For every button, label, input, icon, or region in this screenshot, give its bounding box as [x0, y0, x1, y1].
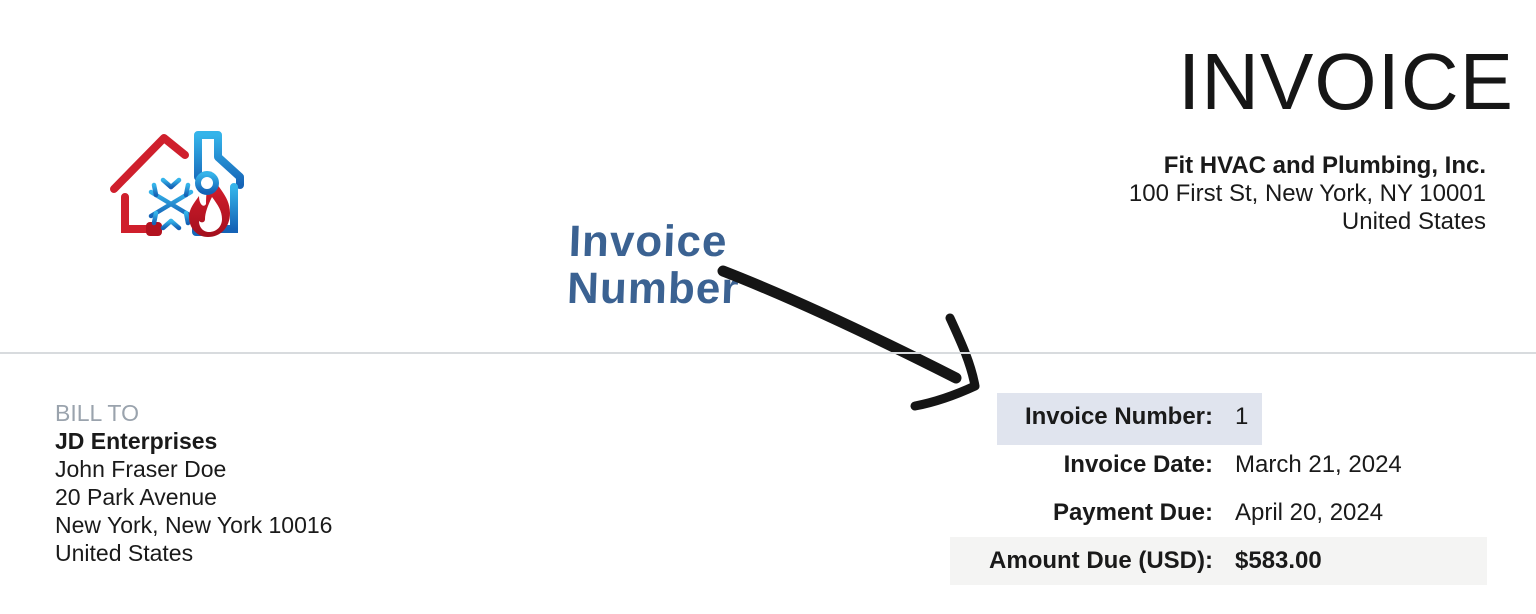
invoice-number-highlight	[997, 393, 1262, 445]
section-divider	[0, 352, 1536, 354]
bill-to-section: BILL TO JD Enterprises John Fraser Doe 2…	[55, 399, 332, 567]
payment-due-label: Payment Due:	[1052, 499, 1213, 526]
invoice-number-value: 1	[1235, 403, 1249, 430]
snowflake-icon	[148, 177, 194, 231]
logo-pipe	[194, 131, 244, 189]
bill-to-company: JD Enterprises	[55, 428, 218, 454]
hand-drawn-arrow-icon	[717, 265, 980, 411]
invoice-date-value: March 21, 2024	[1235, 451, 1402, 478]
bill-to-address-line3: United States	[55, 540, 194, 566]
invoice-meta-table: Invoice Number: 1 Invoice Date: March 21…	[950, 393, 1487, 585]
logo-left-wall	[121, 193, 152, 233]
invoice-number-row: Invoice Number: 1	[950, 393, 1487, 441]
amount-due-value: $583.00	[1235, 547, 1322, 574]
pipe-joint-icon	[195, 171, 219, 195]
company-address-line1: 100 First St, New York, NY 10001	[1128, 180, 1486, 207]
amount-due-label: Amount Due (USD):	[989, 547, 1213, 574]
invoice-number-label: Invoice Number:	[1024, 403, 1213, 430]
invoice-date-row: Invoice Date: March 21, 2024	[950, 441, 1487, 489]
amount-due-row: Amount Due (USD): $583.00	[950, 537, 1487, 585]
company-info: Fit HVAC and Plumbing, Inc. 100 First St…	[1129, 152, 1486, 236]
bill-to-heading: BILL TO	[55, 400, 139, 426]
invoice-title: INVOICE	[1178, 37, 1514, 126]
bill-to-contact: John Fraser Doe	[55, 456, 227, 482]
payment-due-value: April 20, 2024	[1235, 499, 1384, 526]
company-name: Fit HVAC and Plumbing, Inc.	[1163, 152, 1486, 179]
invoice-date-label: Invoice Date:	[1063, 451, 1213, 478]
bill-to-address-line2: New York, New York 10016	[55, 512, 333, 538]
payment-due-row: Payment Due: April 20, 2024	[950, 489, 1487, 537]
logo-roof	[110, 134, 189, 193]
bill-to-address-line1: 20 Park Avenue	[55, 484, 217, 510]
hvac-company-logo-icon	[110, 131, 244, 237]
flame-inner-detail	[199, 197, 222, 232]
logo-left-foot	[146, 222, 162, 236]
company-address-line2: United States	[1341, 208, 1486, 235]
